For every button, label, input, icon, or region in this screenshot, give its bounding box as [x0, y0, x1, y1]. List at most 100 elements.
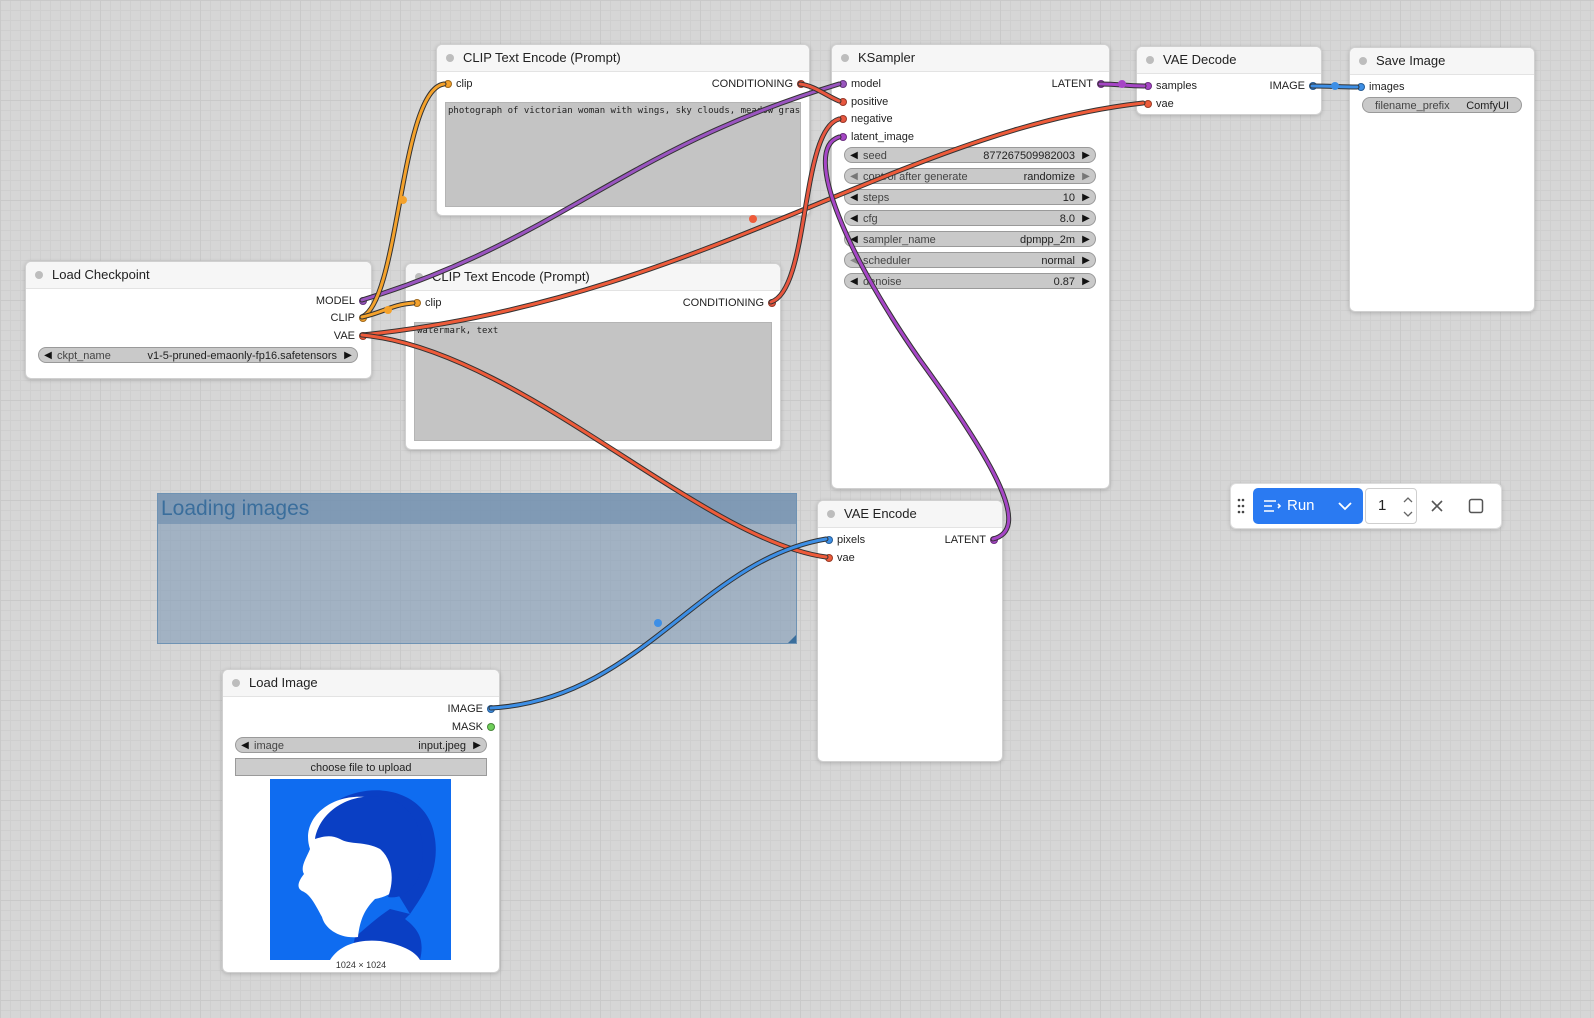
- output-image[interactable]: IMAGE: [448, 701, 497, 717]
- node-title[interactable]: CLIP Text Encode (Prompt): [437, 45, 809, 72]
- node-title[interactable]: VAE Encode: [818, 501, 1002, 528]
- stop-square-icon[interactable]: [1468, 498, 1484, 514]
- node-title[interactable]: VAE Decode: [1137, 47, 1321, 74]
- slot-dot[interactable]: [444, 80, 452, 88]
- increment-arrow[interactable]: ▶: [1082, 276, 1090, 287]
- increment-arrow[interactable]: ▶: [344, 350, 352, 361]
- node-title[interactable]: Load Image: [223, 670, 499, 697]
- slot-dot[interactable]: [1309, 82, 1317, 90]
- input-positive[interactable]: positive: [837, 94, 888, 110]
- slot-dot[interactable]: [990, 536, 998, 544]
- node-load-checkpoint[interactable]: Load Checkpoint MODEL CLIP VAE ◀ ckpt_na…: [25, 261, 372, 379]
- output-latent[interactable]: LATENT: [1052, 76, 1107, 92]
- output-conditioning[interactable]: CONDITIONING: [712, 76, 807, 92]
- slot-dot[interactable]: [413, 299, 421, 307]
- close-icon[interactable]: [1429, 498, 1445, 514]
- slot-dot[interactable]: [839, 80, 847, 88]
- collapse-dot[interactable]: [1359, 57, 1367, 65]
- output-conditioning[interactable]: CONDITIONING: [683, 295, 778, 311]
- collapse-dot[interactable]: [232, 679, 240, 687]
- input-vae[interactable]: vae: [1142, 96, 1174, 112]
- slot-dot[interactable]: [1357, 83, 1365, 91]
- input-vae[interactable]: vae: [823, 550, 855, 566]
- slot-dot[interactable]: [1144, 100, 1152, 108]
- collapse-dot[interactable]: [446, 54, 454, 62]
- node-title[interactable]: CLIP Text Encode (Prompt): [406, 264, 780, 291]
- increment-arrow[interactable]: ▶: [1082, 234, 1090, 245]
- decrement-arrow[interactable]: ◀: [241, 740, 249, 751]
- slot-dot[interactable]: [839, 98, 847, 106]
- node-vae-encode[interactable]: VAE Encode pixels vae LATENT: [817, 500, 1003, 762]
- slot-dot[interactable]: [1097, 80, 1105, 88]
- slot-dot[interactable]: [839, 133, 847, 141]
- slot-dot[interactable]: [359, 314, 367, 322]
- widget-ckpt-name[interactable]: ◀ ckpt_name v1-5-pruned-emaonly-fp16.saf…: [38, 347, 358, 363]
- output-image[interactable]: IMAGE: [1270, 78, 1319, 94]
- chevron-down-icon[interactable]: [1337, 499, 1353, 513]
- node-ksampler[interactable]: KSampler model positive negative latent_…: [831, 44, 1110, 489]
- node-vae-decode[interactable]: VAE Decode samples vae IMAGE: [1136, 46, 1322, 115]
- decrement-arrow[interactable]: ◀: [850, 234, 858, 245]
- decrement-arrow[interactable]: ◀: [850, 171, 858, 182]
- slot-dot[interactable]: [359, 297, 367, 305]
- widget-image[interactable]: ◀ image input.jpeg ▶: [235, 737, 487, 753]
- widget-scheduler[interactable]: ◀ scheduler normal ▶: [844, 252, 1096, 268]
- node-save-image[interactable]: Save Image images filename_prefix ComfyU…: [1349, 47, 1535, 312]
- collapse-dot[interactable]: [35, 271, 43, 279]
- output-model[interactable]: MODEL: [316, 293, 369, 309]
- widget-steps[interactable]: ◀ steps 10 ▶: [844, 189, 1096, 205]
- input-images[interactable]: images: [1355, 79, 1404, 95]
- group-loading-images[interactable]: Loading images: [157, 493, 797, 644]
- slot-dot[interactable]: [839, 115, 847, 123]
- node-title[interactable]: Save Image: [1350, 48, 1534, 75]
- node-clip-text-encode-negative[interactable]: CLIP Text Encode (Prompt) clip CONDITION…: [405, 263, 781, 450]
- input-negative[interactable]: negative: [837, 111, 893, 127]
- output-clip[interactable]: CLIP: [331, 310, 369, 326]
- slot-dot[interactable]: [1144, 82, 1152, 90]
- slot-dot[interactable]: [768, 299, 776, 307]
- increment-arrow[interactable]: ▶: [473, 740, 481, 751]
- input-clip[interactable]: clip: [411, 295, 442, 311]
- collapse-dot[interactable]: [841, 54, 849, 62]
- group-resize-handle[interactable]: [788, 635, 796, 643]
- output-latent[interactable]: LATENT: [945, 532, 1000, 548]
- decrement-arrow[interactable]: ◀: [850, 192, 858, 203]
- widget-cfg[interactable]: ◀ cfg 8.0 ▶: [844, 210, 1096, 226]
- collapse-dot[interactable]: [827, 510, 835, 518]
- slot-dot[interactable]: [487, 705, 495, 713]
- group-title[interactable]: Loading images: [158, 494, 796, 524]
- slot-dot[interactable]: [359, 332, 367, 340]
- run-toolbar[interactable]: Run 1: [1230, 483, 1502, 529]
- choose-file-button[interactable]: choose file to upload: [235, 758, 487, 776]
- decrement-arrow[interactable]: ◀: [850, 255, 858, 266]
- slot-dot[interactable]: [487, 723, 495, 731]
- input-pixels[interactable]: pixels: [823, 532, 865, 548]
- batch-count-value[interactable]: 1: [1378, 497, 1387, 514]
- collapse-dot[interactable]: [1146, 56, 1154, 64]
- widget-denoise[interactable]: ◀ denoise 0.87 ▶: [844, 273, 1096, 289]
- input-model[interactable]: model: [837, 76, 881, 92]
- chevron-down-small-icon[interactable]: [1402, 508, 1414, 520]
- slot-dot[interactable]: [825, 536, 833, 544]
- decrement-arrow[interactable]: ◀: [44, 350, 52, 361]
- drag-handle-icon[interactable]: [1237, 496, 1245, 516]
- output-vae[interactable]: VAE: [334, 328, 369, 344]
- prompt-textarea[interactable]: photograph of victorian woman with wings…: [445, 102, 801, 207]
- slot-dot[interactable]: [825, 554, 833, 562]
- batch-count-input[interactable]: 1: [1365, 488, 1417, 524]
- slot-dot[interactable]: [797, 80, 805, 88]
- increment-arrow[interactable]: ▶: [1082, 192, 1090, 203]
- increment-arrow[interactable]: ▶: [1082, 213, 1090, 224]
- run-button[interactable]: Run: [1253, 488, 1363, 524]
- chevron-up-icon[interactable]: [1402, 494, 1414, 506]
- node-title[interactable]: Load Checkpoint: [26, 262, 371, 289]
- widget-seed[interactable]: ◀ seed 877267509982003 ▶: [844, 147, 1096, 163]
- widget-control-after-generate[interactable]: ◀ control after generate randomize ▶: [844, 168, 1096, 184]
- input-latent-image[interactable]: latent_image: [837, 129, 914, 145]
- increment-arrow[interactable]: ▶: [1082, 171, 1090, 182]
- node-load-image[interactable]: Load Image IMAGE MASK ◀ image input.jpeg…: [222, 669, 500, 973]
- increment-arrow[interactable]: ▶: [1082, 150, 1090, 161]
- node-title[interactable]: KSampler: [832, 45, 1109, 72]
- decrement-arrow[interactable]: ◀: [850, 150, 858, 161]
- widget-filename-prefix[interactable]: filename_prefix ComfyUI: [1362, 97, 1522, 113]
